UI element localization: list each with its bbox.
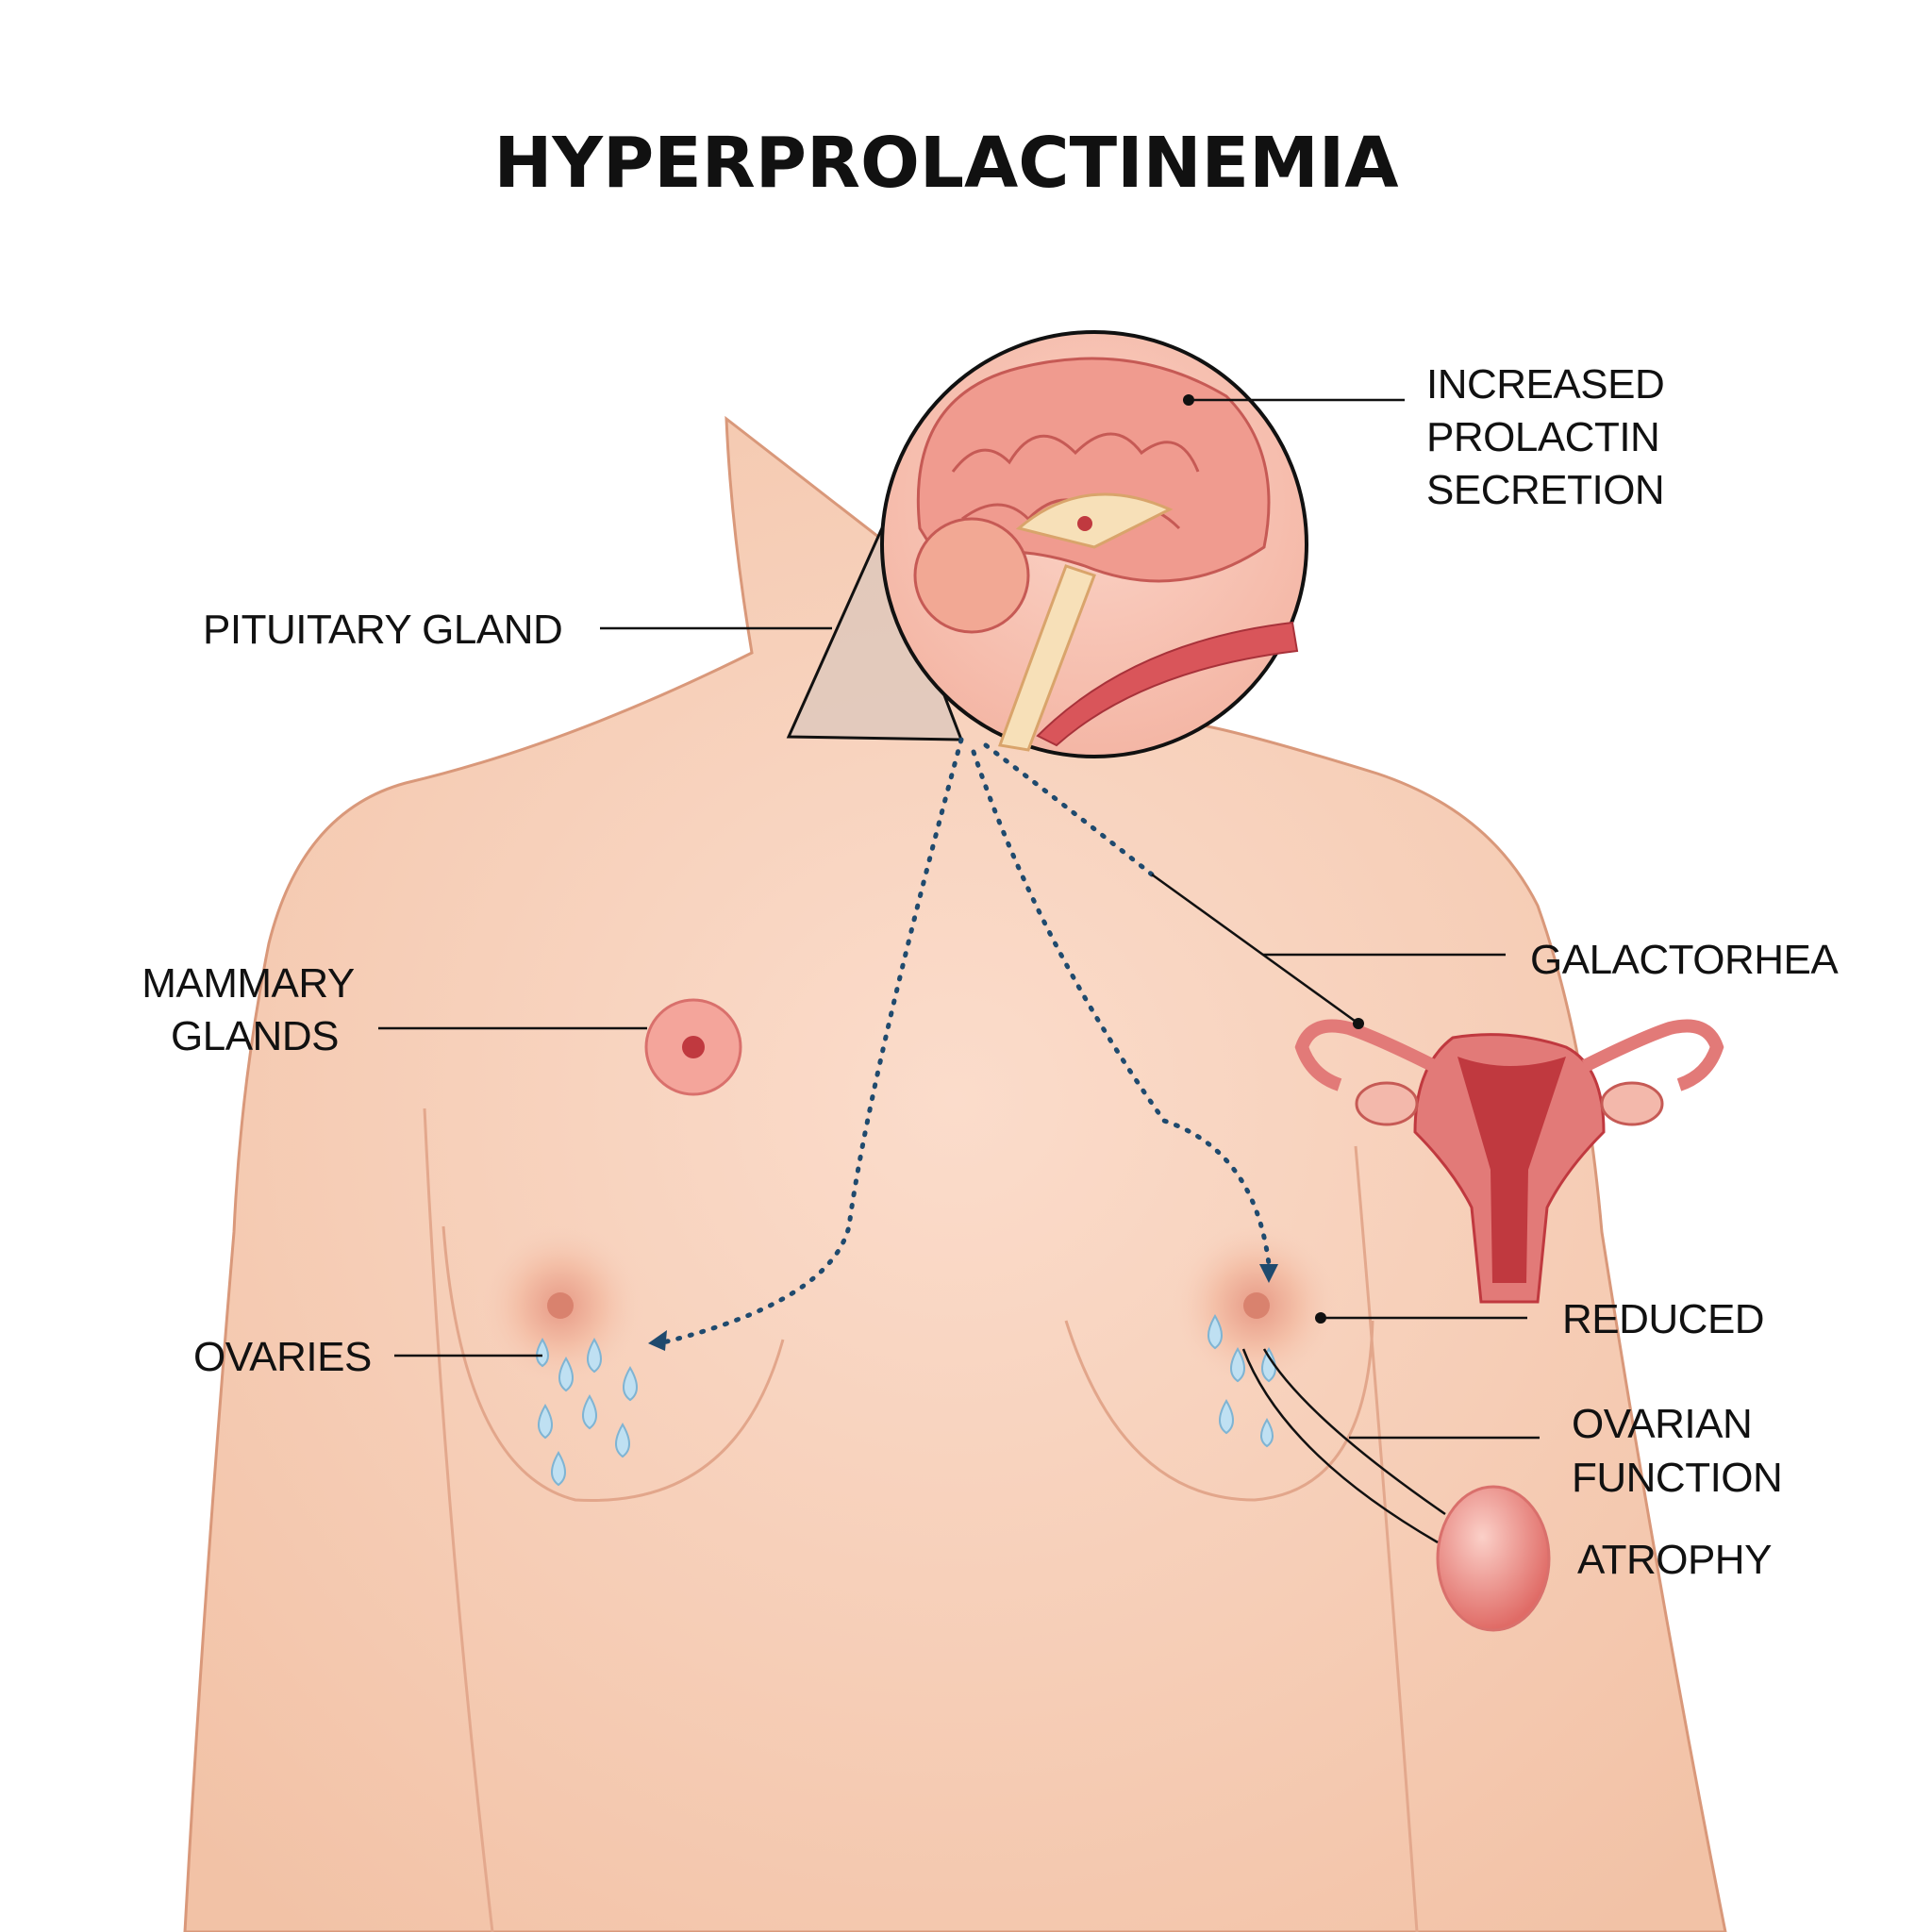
atrophied-ovary-icon <box>1436 1485 1551 1632</box>
page-title: HYPERPROLACTINEMIA <box>493 123 1398 204</box>
brain-inset <box>880 330 1308 758</box>
torso-contour-right <box>1354 1145 1419 1932</box>
label-mammary: MAMMARY <box>142 960 355 1007</box>
right-breast <box>1064 1320 1374 1502</box>
label-secretion: SECRETION <box>1426 467 1664 513</box>
label-glands: GLANDS <box>171 1013 339 1059</box>
dotted-arrow-to-right-breast <box>971 749 1272 1267</box>
torso-contour-left <box>423 1108 494 1932</box>
left-breast <box>441 1225 785 1503</box>
uterus-ovaries-icon <box>1294 1019 1724 1304</box>
torso <box>183 415 1727 1932</box>
label-ovaries: OVARIES <box>193 1334 372 1380</box>
label-pituitary-gland: PITUITARY GLAND <box>203 607 562 653</box>
label-ovarian: OVARIAN <box>1572 1401 1752 1447</box>
left-nipple <box>547 1292 574 1319</box>
dotted-arrow-to-left-breast <box>657 737 964 1346</box>
label-atrophy: ATROPHY <box>1577 1537 1772 1583</box>
label-function: FUNCTION <box>1572 1455 1782 1501</box>
label-prolactin: PROLACTIN <box>1426 414 1659 460</box>
milk-droplets <box>536 1314 1276 1487</box>
arrowhead-right <box>1259 1264 1278 1283</box>
arrowhead-left <box>648 1330 667 1351</box>
label-galactorhea: GALACTORHEA <box>1530 937 1839 983</box>
mammary-gland-center <box>682 1036 705 1058</box>
right-nipple <box>1243 1292 1270 1319</box>
label-increased: INCREASED <box>1426 361 1664 408</box>
label-reduced: REDUCED <box>1562 1296 1764 1342</box>
leader-lines <box>378 394 1540 1544</box>
